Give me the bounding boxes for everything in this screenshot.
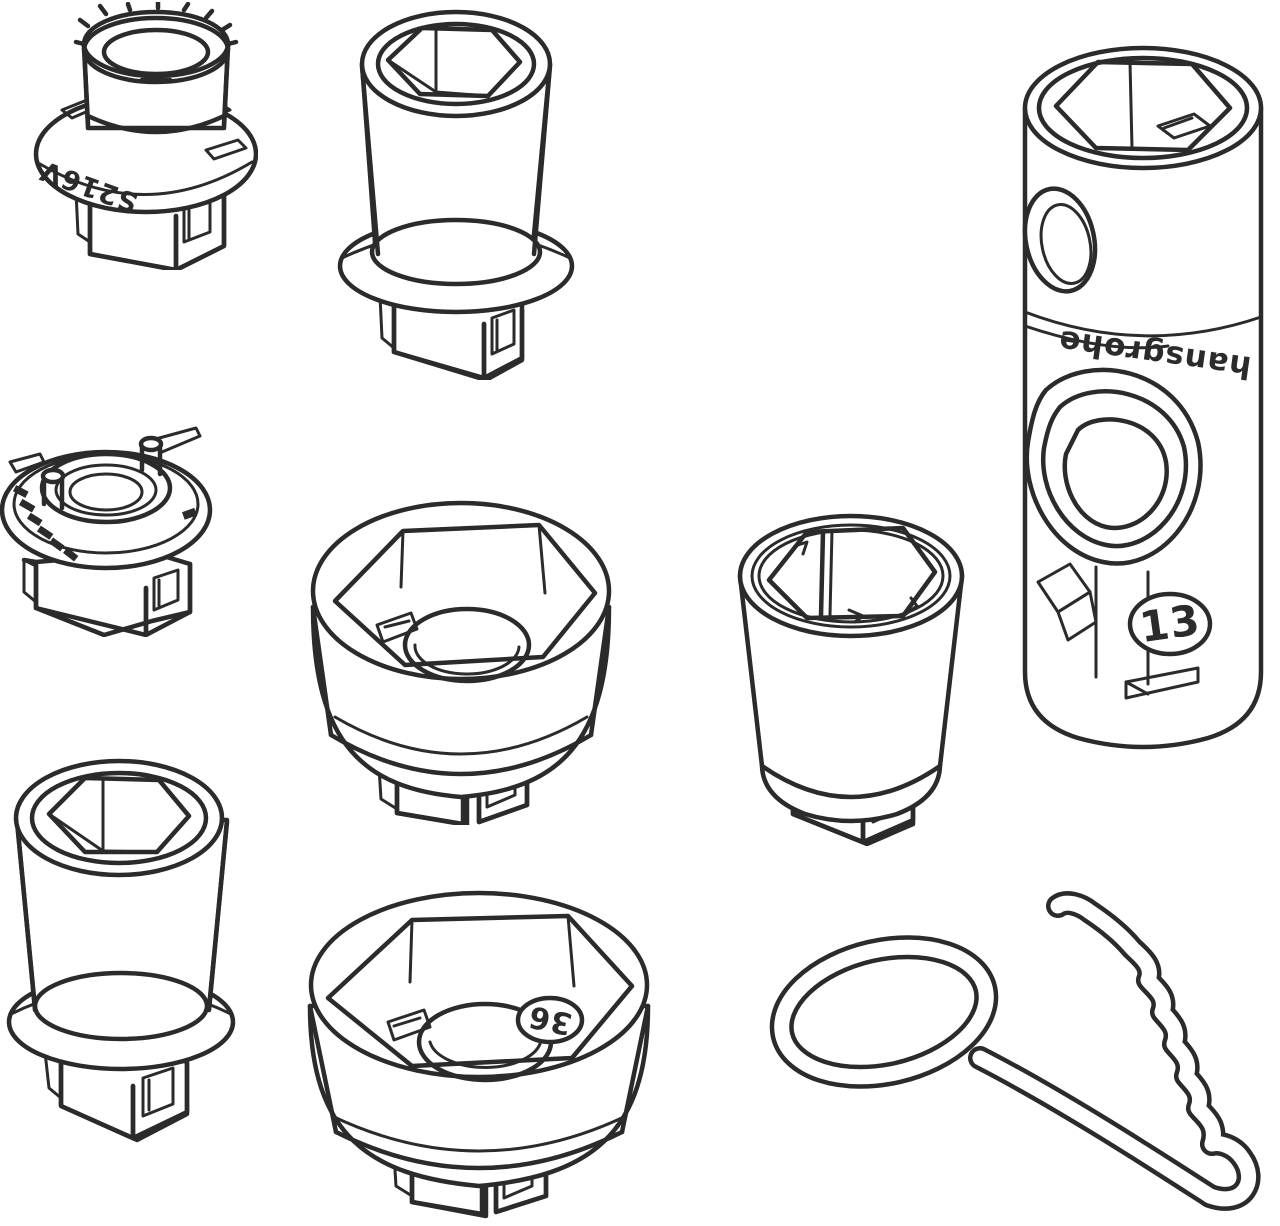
crown-cylinder (73, 2, 239, 135)
drive-body (42, 1045, 190, 1143)
socket-cylinder (13, 758, 230, 1042)
lug-post (138, 435, 164, 477)
illegible-embossed-marking (12, 485, 197, 562)
side-hole (1022, 186, 1098, 294)
drive-body (21, 549, 193, 637)
cylindrical-socket-adapter-drawing (737, 513, 965, 846)
keyed-opening (766, 525, 938, 624)
castellation-teeth (73, 2, 239, 47)
size-oval: 36 (515, 995, 585, 1045)
tool-large-hex-cap-socket-36: 36 (300, 890, 658, 1226)
large-hex-cap-socket-36-drawing: 36 (307, 890, 651, 1219)
large-hex-cap-socket-drawing (310, 500, 612, 825)
hex-opening (385, 25, 523, 99)
bottom-slot (1124, 666, 1200, 700)
tool-lug-ring-adapter (0, 392, 218, 637)
left-facets (1036, 562, 1098, 642)
retaining-clip-wrench-drawing (769, 891, 1261, 1211)
double-ended-service-tool-drawing: hansgrohe 13 (1022, 45, 1264, 750)
tool-retaining-clip-wrench (742, 880, 1280, 1226)
tool-large-hex-cap-socket (305, 495, 617, 825)
ring-collar (39, 435, 173, 525)
tool-cylindrical-socket-adapter (735, 498, 967, 846)
lug-ring-adapter-drawing (0, 426, 213, 637)
size-marking-text: 13 (1137, 595, 1204, 652)
tall-hex-socket-bottom-drawing (6, 758, 236, 1143)
teardrop-ring (1024, 367, 1203, 686)
lug-post (40, 467, 66, 511)
tool-double-ended-service-tool: hansgrohe 13 (1008, 22, 1278, 772)
tool-tall-hex-socket-bottom (5, 752, 239, 1146)
tall-hex-socket-drawing (337, 9, 575, 380)
socket-cylinder (359, 9, 553, 287)
size-oval: 13 (1127, 591, 1213, 657)
castellated-socket-adapter-drawing: S216V (33, 2, 258, 270)
hex-opening (46, 775, 192, 855)
clip-outline (769, 891, 1261, 1211)
tool-tall-hex-socket-top (336, 4, 576, 380)
tool-castellated-socket-adapter: S216V (28, 2, 258, 270)
hex-opening (1022, 45, 1264, 171)
hex-opening (310, 500, 612, 684)
hex-opening (308, 890, 650, 1083)
